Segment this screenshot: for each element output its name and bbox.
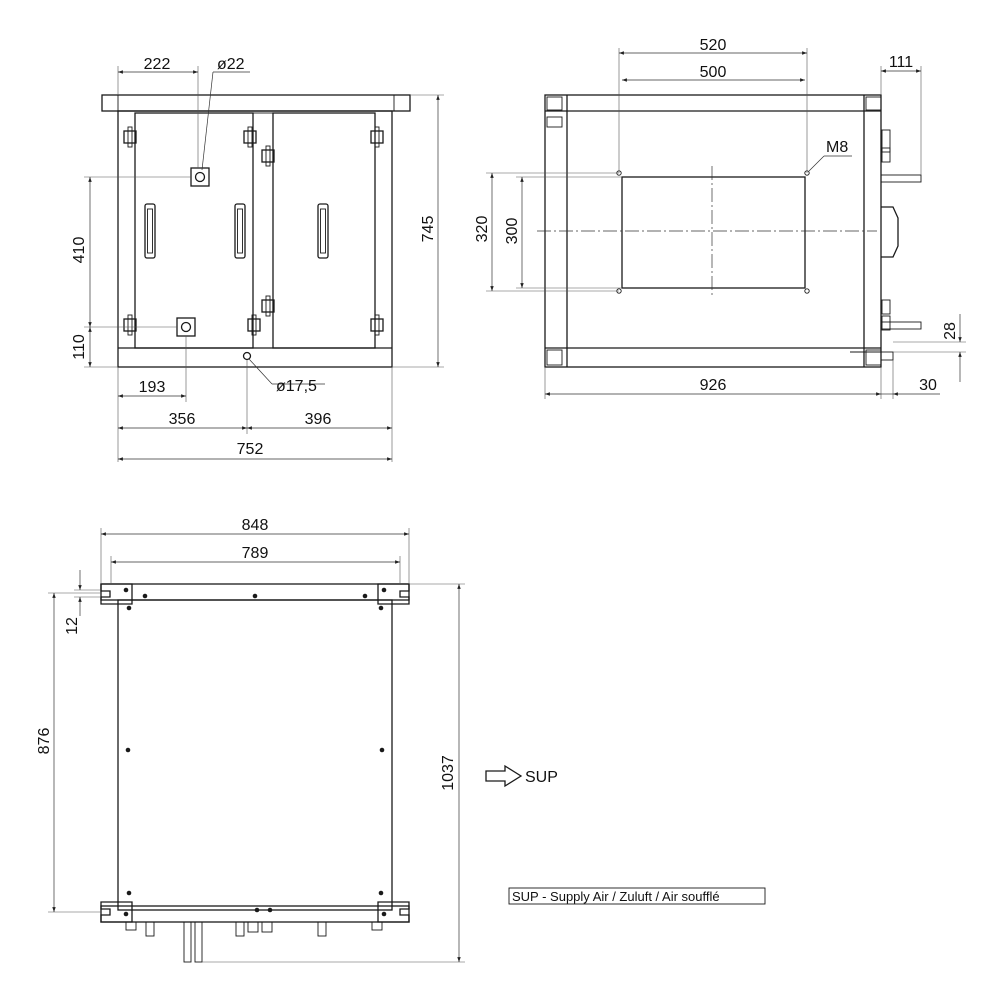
front-body [117, 110, 393, 368]
upper-connection [190, 167, 210, 187]
bolt-hole-icon [804, 288, 810, 294]
pipe-stub [194, 921, 203, 963]
bottom-flange [100, 905, 410, 923]
dim-300: 300 [504, 218, 521, 245]
duct-opening [621, 176, 806, 289]
pipe-stub [183, 921, 192, 963]
front-view: 222 ø22 410 110 745 193 ø17,5 356 396 [71, 56, 444, 462]
latch-icon [247, 314, 261, 336]
handle-icon [234, 203, 246, 259]
corner-bracket-icon [100, 583, 133, 605]
corner-bracket-icon [546, 96, 563, 111]
corner-bracket-icon [377, 901, 410, 923]
dim-356: 356 [169, 411, 196, 428]
arrow-right-icon [485, 764, 523, 788]
dim-789: 789 [242, 545, 269, 562]
thread-label: M8 [826, 139, 848, 156]
side-view: 520 500 111 M8 320 300 28 926 [474, 37, 966, 399]
handle-icon [317, 203, 329, 259]
front-top-rail [101, 94, 411, 112]
dim-193: 193 [139, 379, 166, 396]
dim-396: 396 [305, 411, 332, 428]
corner-bracket-icon [100, 901, 133, 923]
drain-hole [242, 351, 252, 361]
front-right-panel [272, 112, 376, 349]
lower-connection [176, 317, 196, 337]
dim-28: 28 [942, 322, 959, 340]
corner-bracket-icon [865, 96, 882, 111]
pipe-stub [880, 174, 922, 183]
dim-752: 752 [237, 441, 264, 458]
airflow-indicator: SUP [485, 764, 558, 788]
latch-icon [123, 314, 137, 336]
top-body [117, 599, 393, 911]
legend: SUP - Supply Air / Zuluft / Air soufflé [508, 887, 766, 905]
dim-110: 110 [71, 334, 88, 360]
latch-icon [370, 314, 384, 336]
dim-926: 926 [700, 377, 727, 394]
latch-icon [123, 126, 137, 148]
dim-745: 745 [420, 216, 437, 243]
top-flange [100, 583, 410, 601]
pipe-stub [880, 321, 922, 330]
hole-dia-lower: ø17,5 [276, 378, 317, 395]
dim-30: 30 [919, 377, 937, 394]
dim-848: 848 [242, 517, 269, 534]
latch-icon [261, 145, 275, 167]
corner-bracket-icon [377, 583, 410, 605]
dim-500: 500 [700, 64, 727, 81]
airflow-label: SUP [525, 769, 558, 786]
dim-1037: 1037 [440, 755, 457, 791]
dim-320: 320 [474, 216, 491, 243]
dim-222: 222 [144, 56, 171, 73]
dim-876: 876 [36, 728, 53, 755]
dim-520: 520 [700, 37, 727, 54]
top-view: 848 789 12 876 1037 [36, 517, 465, 963]
legend-text: SUP - Supply Air / Zuluft / Air soufflé [512, 889, 720, 904]
handle-icon [144, 203, 156, 259]
latch-icon [370, 126, 384, 148]
dim-12: 12 [64, 617, 81, 635]
hole-dia-upper: ø22 [217, 56, 245, 73]
legend-box [508, 887, 766, 905]
latch-icon [243, 126, 257, 148]
dim-410: 410 [71, 237, 88, 264]
side-handle-icon [881, 206, 899, 258]
latch-icon [261, 295, 275, 317]
dim-111: 111 [889, 54, 913, 71]
